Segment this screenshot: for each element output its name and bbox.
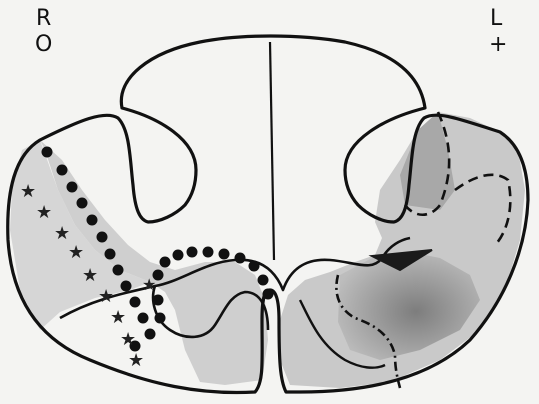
- svg-text:★: ★: [98, 286, 114, 307]
- svg-text:★: ★: [128, 350, 144, 371]
- svg-text:★: ★: [20, 181, 36, 202]
- svg-text:★: ★: [110, 307, 126, 328]
- right-dorsolateral-shaded-region: [10, 140, 150, 330]
- svg-text:★: ★: [54, 223, 70, 244]
- svg-text:★: ★: [120, 329, 136, 350]
- svg-text:★: ★: [68, 242, 84, 263]
- midline: [270, 42, 274, 260]
- svg-text:★: ★: [36, 202, 52, 223]
- svg-text:★: ★: [82, 265, 98, 286]
- svg-text:★: ★: [142, 275, 156, 294]
